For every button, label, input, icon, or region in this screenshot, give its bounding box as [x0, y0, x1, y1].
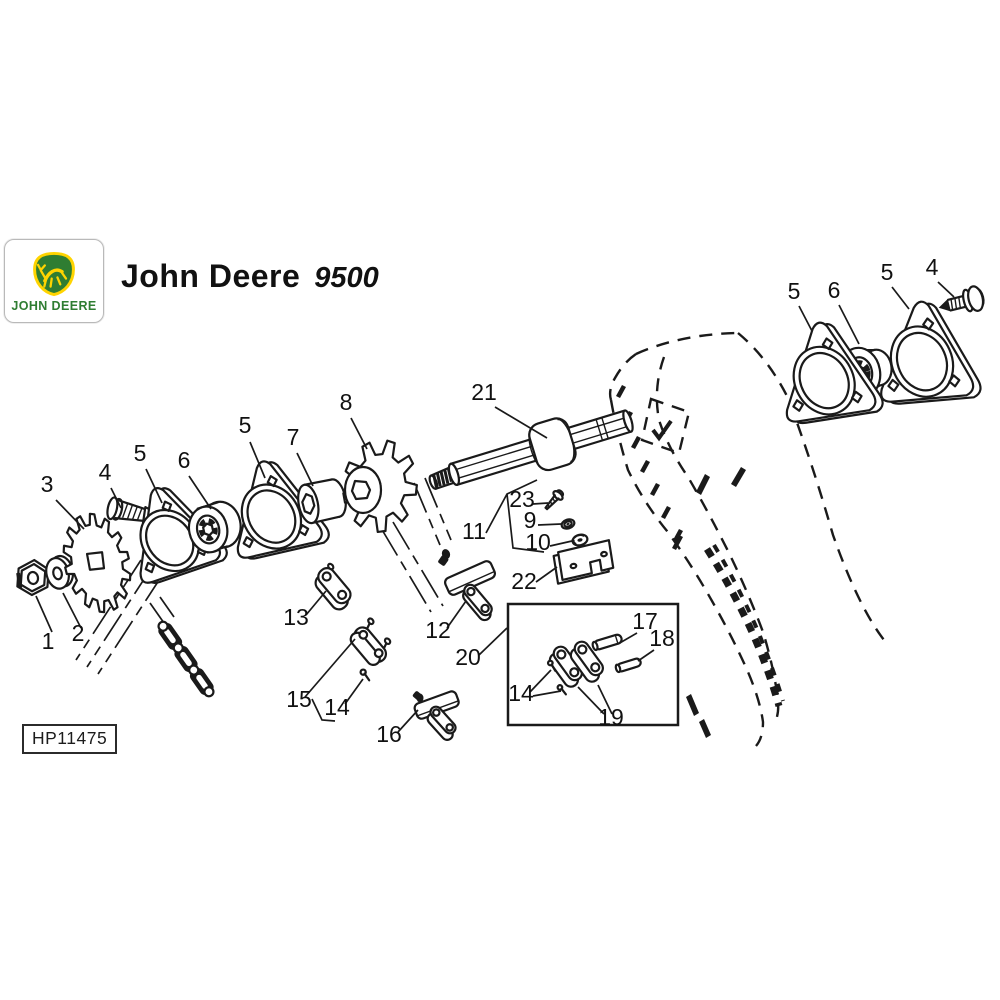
callout-leader-line: [62, 592, 82, 629]
callout-leader-line: [537, 523, 562, 526]
frame-shaft-hole: [640, 397, 691, 455]
callout-leader-line: [838, 304, 860, 345]
deere-shield-icon: [33, 251, 75, 296]
callout-label-5-6: 5: [239, 412, 252, 438]
callout-leader-line: [311, 698, 336, 722]
callout-leader-line: [145, 468, 163, 504]
callout-leader-line: [549, 540, 573, 547]
part-pin-14: [359, 668, 372, 681]
callout-leader-line: [304, 638, 356, 698]
part-link-13: [310, 563, 358, 613]
callout-label-6-5: 6: [178, 447, 191, 473]
callout-label-5-27: 5: [881, 259, 894, 285]
frame-hatch-marks: [616, 385, 746, 738]
callout-leader-line: [577, 686, 605, 715]
callout-leader-line: [532, 502, 549, 505]
callout-leader-line: [532, 690, 562, 697]
callout-leader-line: [529, 669, 552, 693]
part-link-12: [438, 549, 496, 623]
chain-solid: [154, 618, 217, 700]
frame-serrated-band: [704, 547, 783, 707]
callout-leader-line: [506, 493, 545, 553]
part-sprocket-3: [54, 507, 140, 618]
part-pin-17: [592, 634, 623, 651]
title-model: 9500: [314, 262, 379, 294]
page-title: John Deere 9500: [121, 258, 379, 295]
callout-leader-line: [296, 452, 314, 487]
callout-leader-line: [891, 286, 910, 310]
callout-leader-line: [110, 487, 122, 509]
part-bolt-4-right: [938, 285, 987, 320]
callout-label-7-7: 7: [287, 424, 300, 450]
callout-label-1-0: 1: [42, 628, 55, 654]
callout-label-11-13: 11: [462, 518, 486, 544]
callout-label-4-28: 4: [926, 254, 939, 280]
callout-label-2-1: 2: [72, 620, 85, 646]
callout-label-21-9: 21: [471, 379, 497, 405]
callout-leader-line: [350, 417, 368, 450]
callout-label-4-3: 4: [99, 459, 112, 485]
john-deere-logo: JOHN DEERE: [4, 239, 104, 323]
callout-label-15-17: 15: [286, 686, 312, 712]
callout-label-12-15: 12: [425, 617, 451, 643]
reference-code-box: HP11475: [22, 724, 118, 754]
leaping-deer-icon: [36, 263, 68, 288]
callout-label-14-23: 14: [508, 680, 534, 706]
part-washer-2: [43, 554, 76, 591]
callout-label-14-18: 14: [324, 694, 350, 720]
callout-leader-line: [446, 600, 467, 629]
callout-label-13-16: 13: [283, 604, 309, 630]
callout-label-22-14: 22: [511, 568, 537, 594]
logo-wordmark: JOHN DEERE: [11, 298, 97, 313]
callout-leader-line: [617, 632, 638, 645]
part-pin-18: [615, 658, 642, 673]
callout-leader-line: [798, 305, 813, 332]
part-flange-5-right-b: [868, 294, 983, 412]
callout-leader-line: [344, 678, 364, 705]
callout-leader-line: [35, 595, 53, 633]
callout-leader-line: [494, 406, 548, 439]
part-link-15: [347, 617, 397, 668]
part-link-16: [412, 690, 460, 742]
callout-label-9-11: 9: [524, 507, 537, 533]
callout-label-6-26: 6: [828, 277, 841, 303]
part-screw-23: [542, 488, 565, 512]
callout-leader-line: [305, 590, 327, 616]
callout-leader-line: [937, 281, 955, 298]
title-brand: John Deere: [121, 258, 301, 294]
part-nut-10: [571, 533, 588, 547]
part-pins-14-box: [547, 660, 568, 695]
callout-leader-line: [249, 441, 266, 479]
callout-label-16-19: 16: [376, 721, 402, 747]
callout-leader-line: [397, 709, 419, 733]
part-bearing-6-left: [184, 498, 245, 556]
callout-leader-line: [478, 627, 508, 656]
callout-leader-line: [55, 499, 85, 530]
chain-phantom-lines: [75, 477, 452, 675]
callout-leader-line: [637, 649, 655, 662]
part-plate-22: [553, 540, 615, 583]
part-shaft-21: [423, 397, 639, 505]
callout-leader-line: [597, 684, 613, 715]
part-washer-9: [560, 518, 575, 530]
callout-label-20-20: 20: [455, 644, 481, 670]
callout-label-18-22: 18: [649, 625, 675, 651]
callout-label-8-8: 8: [340, 389, 353, 415]
callout-label-5-4: 5: [134, 440, 147, 466]
part-sprocket-8: [340, 437, 421, 536]
callout-label-5-25: 5: [788, 278, 801, 304]
callout-leader-line: [535, 566, 558, 583]
frame-outline: [608, 331, 885, 747]
detail-box-20: [506, 602, 680, 727]
callout-label-17-21: 17: [632, 608, 658, 634]
callout-label-3-2: 3: [41, 471, 54, 497]
callout-label-19-24: 19: [598, 704, 624, 730]
part-spacer-7: [295, 477, 349, 525]
callout-leader-line: [188, 475, 212, 510]
part-links-19: [545, 639, 607, 690]
